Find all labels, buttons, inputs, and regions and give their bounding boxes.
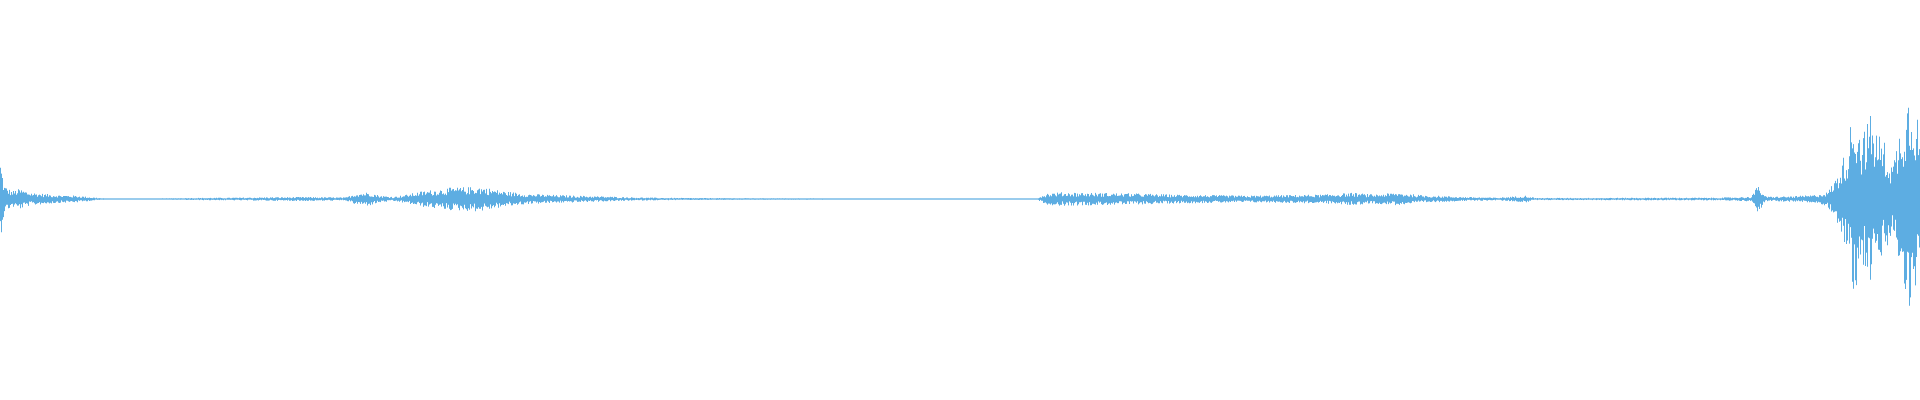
waveform-path [0,107,1920,306]
waveform-samples [0,107,1920,306]
